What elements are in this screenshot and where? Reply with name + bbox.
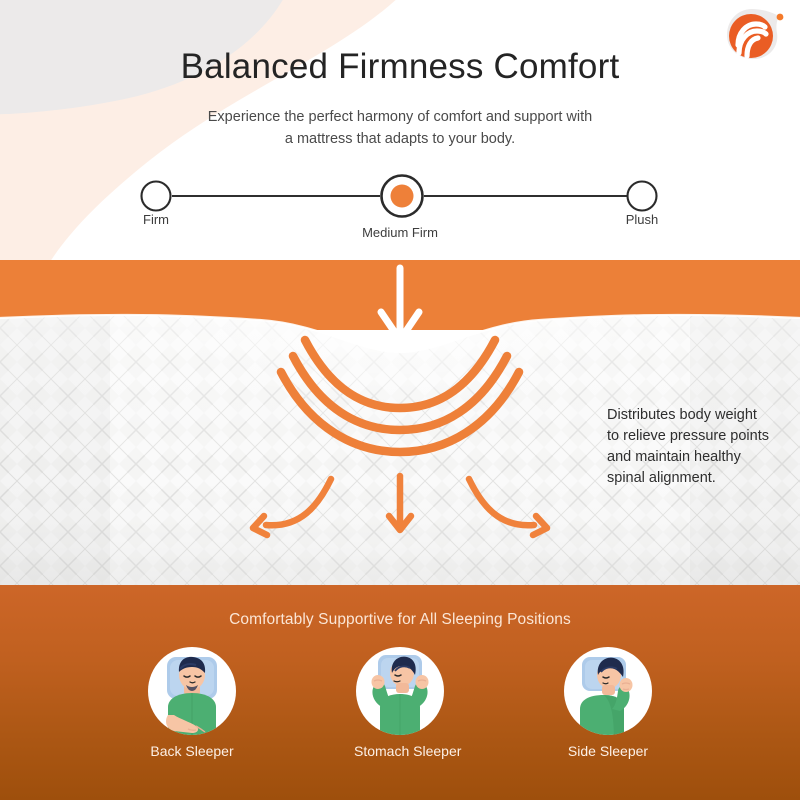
pressure-text-line-2: to relieve pressure points [607, 428, 769, 445]
stomach-sleeper-icon [356, 647, 444, 735]
pressure-text-line-4: spinal alignment. [607, 470, 716, 487]
scale-label-plush[interactable]: Plush [625, 212, 659, 227]
subtitle-line-2: a mattress that adapts to your body. [284, 131, 516, 148]
downward-pressure-arrow [377, 264, 423, 344]
mattress-section [0, 260, 800, 585]
sleeper-card-side[interactable]: Side Sleeper [562, 645, 654, 775]
hero-background-shapes [0, 0, 800, 260]
firmness-scale-track [140, 174, 658, 218]
pressure-text-line-1: Distributes body weight [607, 407, 757, 423]
sleeper-card-stomach[interactable]: Stomach Sleeper [354, 645, 462, 775]
subtitle-line-1: Experience the perfect harmony of comfor… [207, 109, 593, 125]
page-subtitle: Experience the perfect harmony of comfor… [0, 106, 800, 151]
scale-label-firm[interactable]: Firm [143, 212, 169, 227]
page-title: Balanced Firmness Comfort [180, 47, 620, 86]
sleeper-label-stomach: Stomach Sleeper [354, 743, 462, 759]
flame-swirl-logo[interactable] [722, 6, 786, 64]
sleeper-label-side: Side Sleeper [567, 743, 649, 759]
mattress-illustration [0, 260, 800, 585]
scale-label-medium-firm[interactable]: Medium Firm [362, 225, 438, 240]
side-sleeper-icon [564, 647, 652, 735]
pressure-text-line-3: and maintain healthy [607, 449, 741, 466]
pressure-ripple-arcs [276, 335, 524, 457]
sleeper-list: Back Sleeper [0, 645, 800, 775]
firmness-scale[interactable]: Firm Medium Firm Plush [0, 168, 800, 248]
back-sleeper-icon [148, 647, 236, 735]
sleeper-card-back[interactable]: Back Sleeper [146, 645, 238, 775]
hero-section: Balanced Firmness Comfort Experience the… [0, 0, 800, 260]
pressure-relief-text: Distributes body weight to relieve press… [607, 405, 787, 489]
sleeper-label-back: Back Sleeper [150, 743, 234, 759]
weight-distribution-arrows [249, 472, 551, 539]
positions-heading: Comfortably Supportive for All Sleeping … [229, 611, 571, 628]
